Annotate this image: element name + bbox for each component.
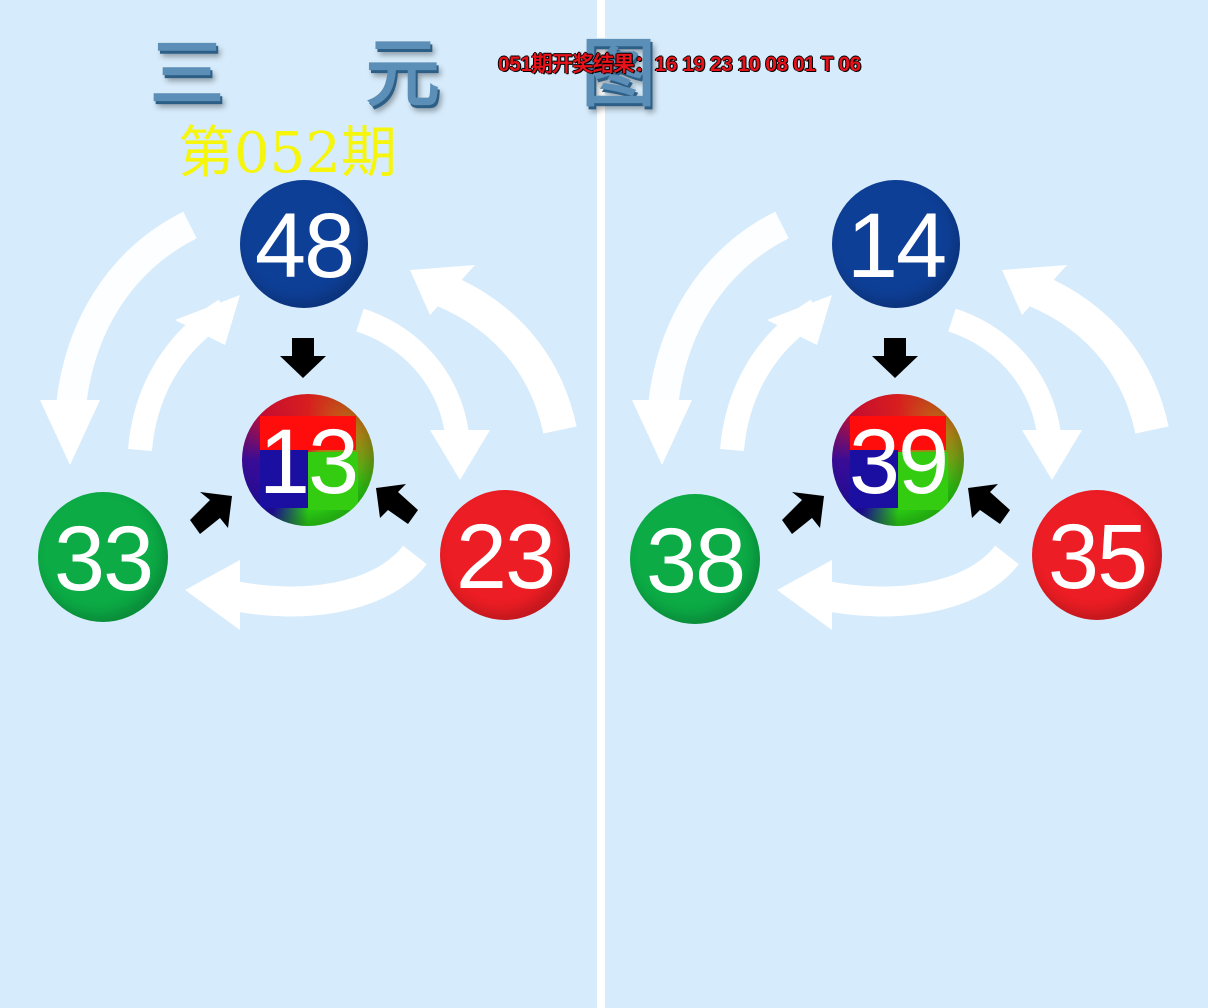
right-top-ball-number: 14 (846, 195, 947, 297)
right-right-ball-number: 35 (1047, 506, 1148, 608)
right-center-ball: 39 (832, 394, 964, 526)
left-center-ball: 13 (242, 394, 374, 526)
left-right-ball: 23 (440, 490, 570, 620)
right-left-ball: 38 (630, 494, 760, 624)
draw-result-text: 051期开奖结果：16 19 23 10 08 01 T 06 (498, 53, 861, 76)
right-left-ball-number: 38 (645, 510, 746, 612)
left-top-ball: 48 (240, 180, 368, 308)
period-label: 第052期 (178, 121, 397, 186)
right-center-ball-number: 39 (848, 411, 949, 513)
left-center-ball-number: 13 (258, 411, 359, 513)
page-title: 三 元 图 (150, 31, 714, 117)
right-top-ball: 14 (832, 180, 960, 308)
left-right-ball-number: 23 (455, 506, 556, 608)
left-left-ball: 33 (38, 492, 168, 622)
right-right-ball: 35 (1032, 490, 1162, 620)
left-top-ball-number: 48 (254, 195, 355, 297)
panel-divider (597, 0, 605, 1008)
left-left-ball-number: 33 (53, 508, 154, 610)
